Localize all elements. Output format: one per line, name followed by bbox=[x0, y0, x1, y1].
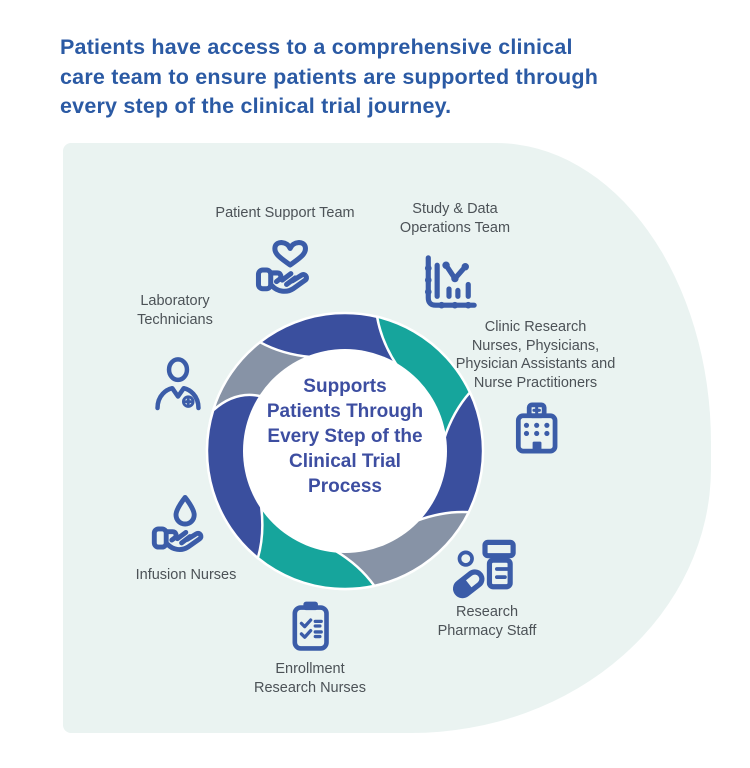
bar-line-chart-icon bbox=[412, 246, 486, 320]
care-team-ring bbox=[200, 306, 490, 596]
role-label-clinic-research-team: Clinic Research Nurses, Physicians, Phys… bbox=[455, 319, 616, 391]
heart-in-hand-icon bbox=[252, 228, 324, 302]
role-label-research-pharmacy-staff: Research Pharmacy Staff bbox=[437, 604, 537, 639]
role-label-infusion-nurses: Infusion Nurses bbox=[135, 567, 237, 583]
pill-bottle-icon bbox=[448, 532, 522, 606]
clipboard-checklist-icon bbox=[277, 592, 343, 660]
droplet-in-hand-icon bbox=[148, 488, 218, 560]
ring-center-text: Supports Patients Through Every Step of … bbox=[266, 376, 424, 498]
page-title: Patients have access to a comprehensive … bbox=[60, 35, 599, 119]
role-label-laboratory-technicians: Laboratory Technicians bbox=[137, 293, 213, 328]
role-label-study-data-operations-team: Study & Data Operations Team bbox=[399, 201, 511, 236]
role-label-patient-support-team: Patient Support Team bbox=[215, 205, 355, 221]
role-label-enrollment-research-nurses: Enrollment Research Nurses bbox=[253, 661, 366, 696]
hospital-building-icon bbox=[502, 394, 570, 462]
lab-technician-icon bbox=[146, 350, 210, 420]
